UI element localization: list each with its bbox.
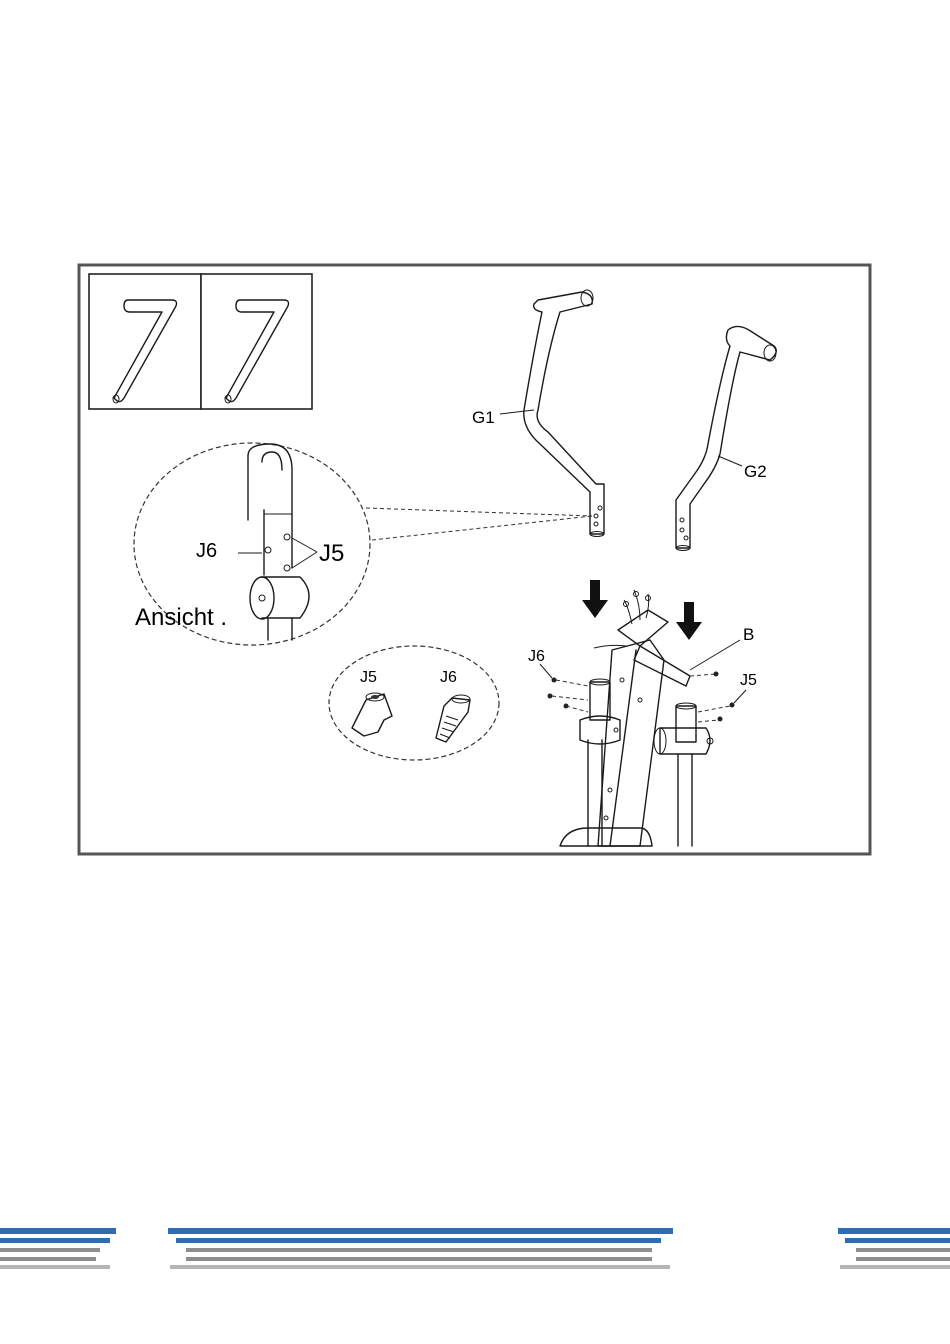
part-label-b: B [743, 625, 754, 644]
part-label-j6: J6 [528, 648, 545, 665]
tool-box-2 [201, 274, 312, 409]
footer-decoration [0, 1228, 950, 1269]
hardware-label-j5: J5 [360, 669, 377, 686]
part-label-g2: G2 [744, 462, 767, 481]
tool-box-1 [89, 274, 201, 409]
part-label-j5: J5 [740, 672, 757, 689]
part-label-g1: G1 [472, 408, 495, 427]
hardware-detail-circle: J5 J6 [329, 646, 499, 760]
zoom-label-view: Ansicht . [135, 604, 227, 631]
zoom-label-j6: J6 [196, 540, 217, 562]
zoom-detail-circle: J6 J5 Ansicht . [134, 443, 370, 645]
hardware-label-j6: J6 [440, 669, 457, 686]
zoom-label-j5: J5 [319, 540, 344, 567]
